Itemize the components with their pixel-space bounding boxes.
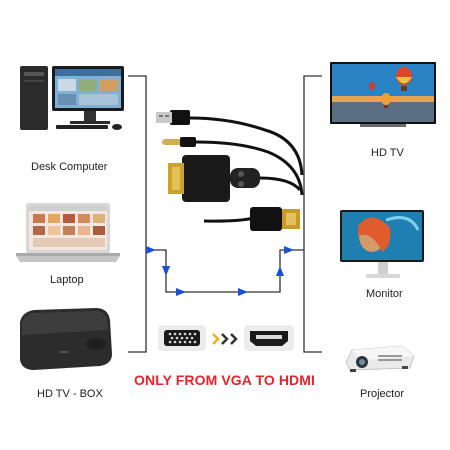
output-label-hd-tv: HD TV (371, 147, 404, 159)
left-bracket-line (128, 75, 147, 353)
source-label-laptop: Laptop (50, 274, 84, 286)
tv-box-icon (20, 308, 112, 370)
projector-icon (345, 345, 415, 372)
source-label-desk-computer: Desk Computer (31, 161, 108, 173)
arrow-bottom-2 (238, 288, 248, 296)
arrow-down (162, 266, 170, 276)
arrow-bottom-1 (176, 288, 186, 296)
source-label-tv-box: HD TV - BOX (37, 388, 103, 400)
output-label-projector: Projector (360, 388, 405, 400)
right-bracket-line (303, 75, 322, 353)
hd-tv-icon (330, 62, 436, 127)
arrow-left-in (146, 246, 156, 254)
vga-to-hdmi-icon (158, 325, 294, 351)
arrow-up (276, 266, 284, 276)
banner-text: ONLY FROM VGA TO HDMI (134, 372, 316, 388)
desktop-computer-icon (20, 66, 124, 130)
output-label-monitor: Monitor (366, 288, 403, 300)
flow-arrows (146, 246, 294, 296)
monitor-icon (340, 210, 424, 278)
cable-bundle-icon (156, 110, 304, 231)
arrow-right-out (284, 246, 294, 254)
laptop-icon (16, 203, 120, 262)
